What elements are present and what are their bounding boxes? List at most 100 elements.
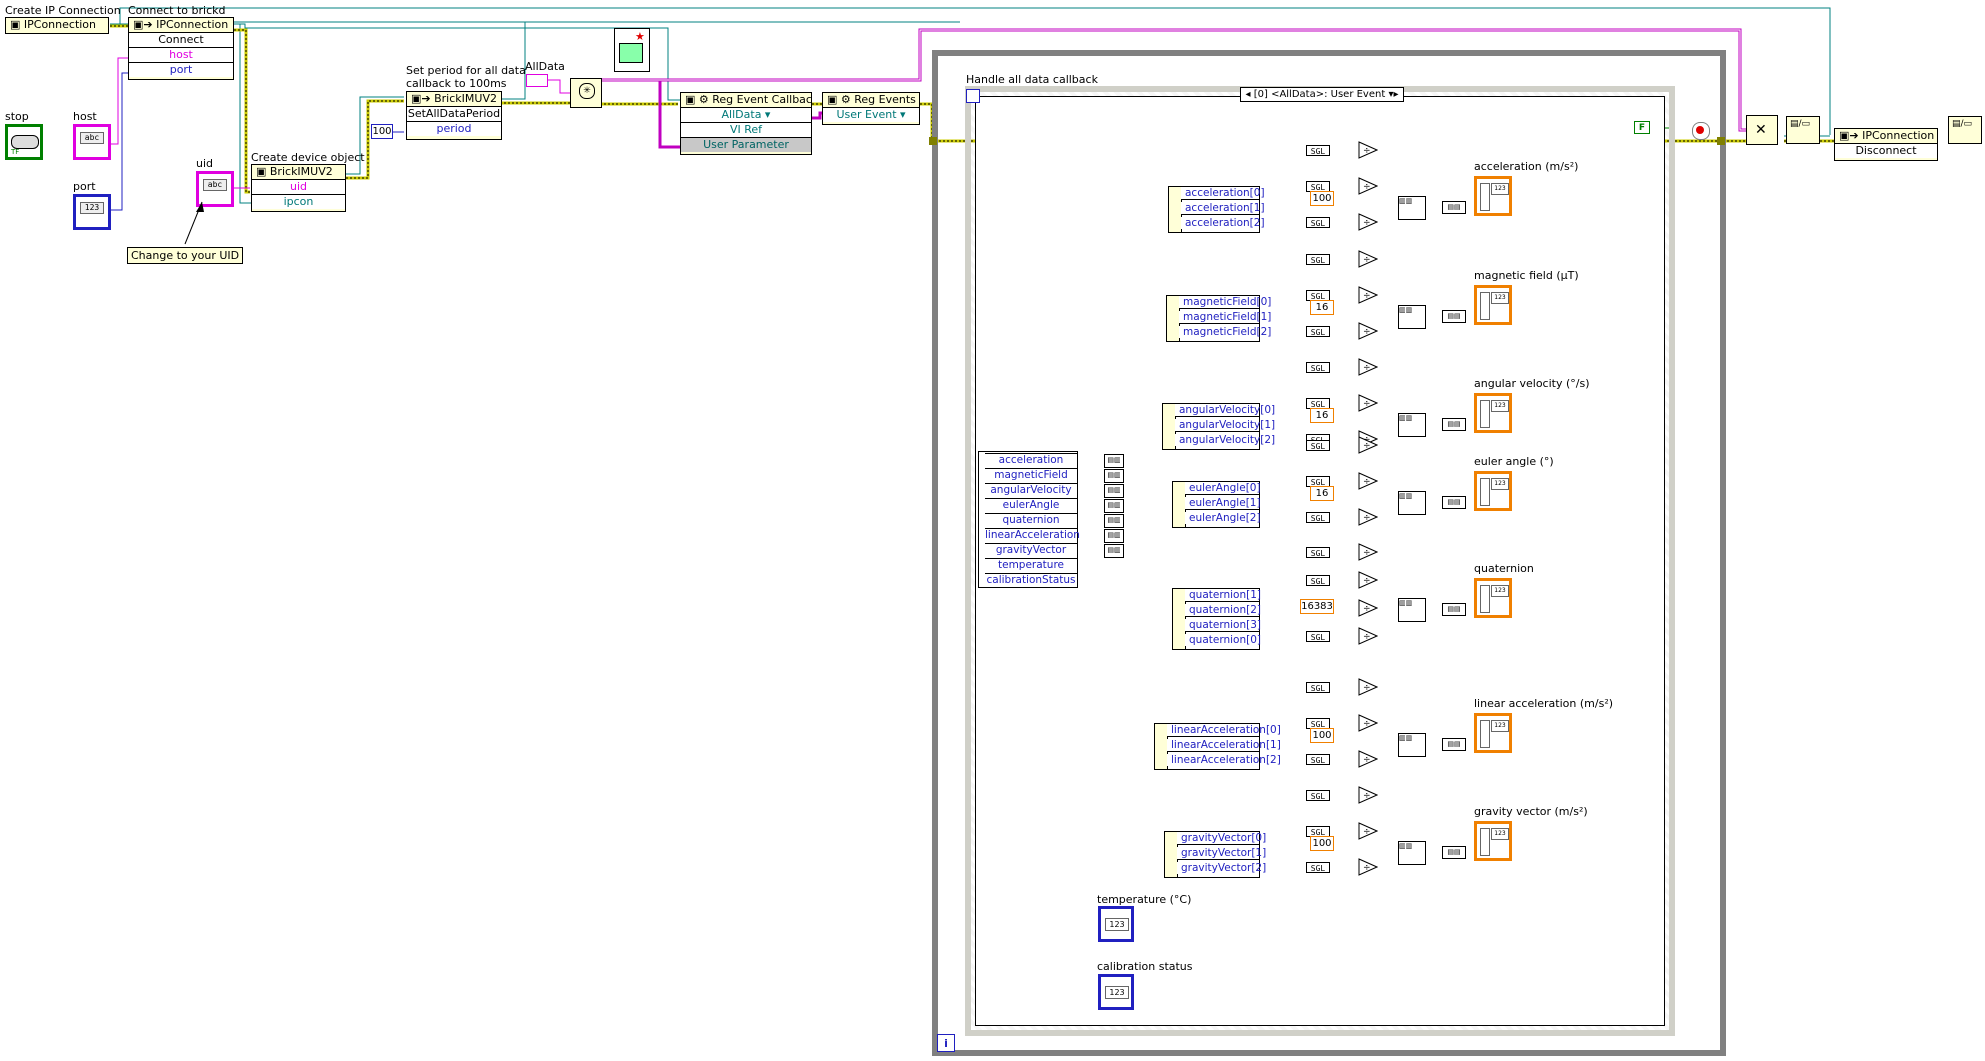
divide-icon: ÷ bbox=[1358, 678, 1379, 696]
scale-constant[interactable]: 100 bbox=[1310, 191, 1334, 206]
scale-constant[interactable]: 16 bbox=[1310, 486, 1334, 501]
unbundle-row-calibrationStatus: calibrationStatus bbox=[985, 573, 1077, 586]
brick-constructor-node[interactable]: ▣ BrickIMUV2 uid ipcon bbox=[251, 164, 346, 212]
array-to-cluster-icon: ▤▥ bbox=[1104, 469, 1124, 483]
period-constant[interactable]: 100 bbox=[371, 124, 393, 139]
event-structure-frame[interactable] bbox=[965, 86, 1675, 1036]
cluster-indicator: 123 bbox=[1474, 713, 1512, 753]
vi-reference-icon[interactable]: ★ bbox=[614, 28, 650, 72]
indicator-label: magnetic field (µT) bbox=[1474, 269, 1579, 282]
array-element-row: linearAcceleration[0] bbox=[1167, 724, 1281, 737]
array-element-row: eulerAngle[2] bbox=[1185, 512, 1261, 524]
cluster-indicator: 123 bbox=[1474, 285, 1512, 325]
build-array-icon: ▥▥ bbox=[1398, 841, 1426, 865]
event-icon: ✳ bbox=[579, 83, 595, 99]
unbundle-array-node[interactable]: linearAcceleration[0]linearAcceleration[… bbox=[1154, 723, 1281, 770]
array-to-cluster-icon: ▤▤ bbox=[1442, 738, 1466, 751]
to-single-convert: SGL bbox=[1306, 631, 1330, 642]
svg-text:÷: ÷ bbox=[1363, 863, 1371, 873]
set-period-node[interactable]: ▣➔ BrickIMUV2 SetAllDataPeriod period bbox=[406, 91, 502, 140]
to-single-convert: SGL bbox=[1306, 790, 1330, 801]
svg-text:÷: ÷ bbox=[1363, 791, 1371, 801]
reg-events-user-event-row[interactable]: User Event ▾ bbox=[823, 108, 919, 122]
event-case-selector[interactable]: ◂ [0] <AllData>: User Event ▾▸ bbox=[1240, 87, 1404, 102]
stop-condition-terminal[interactable] bbox=[1692, 122, 1710, 140]
unbundle-row-gravityVector: gravityVector bbox=[985, 543, 1077, 556]
scale-constant[interactable]: 100 bbox=[1310, 728, 1334, 743]
set-period-row: period bbox=[407, 122, 501, 136]
stop-control[interactable]: TF bbox=[5, 124, 43, 160]
ipcon-constructor-node[interactable]: ▣ IPConnection bbox=[5, 17, 109, 34]
svg-text:÷: ÷ bbox=[1363, 146, 1371, 156]
unbundle-array-node[interactable]: magneticField[0]magneticField[1]magnetic… bbox=[1166, 295, 1271, 342]
divide-icon: ÷ bbox=[1358, 627, 1379, 645]
connect-host-row: host bbox=[129, 48, 233, 63]
uid-label: uid bbox=[196, 157, 214, 170]
array-element-row: eulerAngle[0] bbox=[1185, 482, 1261, 495]
ipcon-connect-node[interactable]: ▣➔ IPConnection Connect host port bbox=[128, 17, 234, 80]
destroy-device-node[interactable]: ▤/▭ bbox=[1786, 116, 1820, 144]
create-device-label: Create device object bbox=[251, 151, 365, 164]
destroy-ipcon-node[interactable]: ▤/▭ bbox=[1948, 116, 1982, 144]
temperature-indicator: 123 bbox=[1098, 906, 1134, 942]
svg-text:÷: ÷ bbox=[1363, 399, 1371, 409]
cluster-indicator: 123 bbox=[1474, 471, 1512, 511]
ipcon-disconnect-node[interactable]: ▣➔ IPConnection Disconnect bbox=[1834, 128, 1938, 161]
svg-text:÷: ÷ bbox=[1363, 255, 1371, 265]
brick-uid-row: uid bbox=[252, 180, 345, 195]
scale-constant[interactable]: 16 bbox=[1310, 408, 1334, 423]
host-string-icon: abc bbox=[80, 132, 104, 144]
reg-cb-user-param-row: User Parameter bbox=[681, 138, 811, 152]
event-node[interactable]: ✳ bbox=[570, 78, 602, 108]
array-to-cluster-icon: ▤▤ bbox=[1442, 846, 1466, 859]
vi-thumbnail-icon bbox=[619, 43, 643, 63]
reg-events-node[interactable]: ▣ ⚙ Reg Events User Event ▾ bbox=[822, 92, 920, 125]
unbundle-array-node[interactable]: gravityVector[0]gravityVector[1]gravityV… bbox=[1164, 831, 1266, 878]
divide-icon: ÷ bbox=[1358, 786, 1379, 804]
to-single-convert: SGL bbox=[1306, 326, 1330, 337]
array-to-cluster-icon: ▤▥ bbox=[1104, 454, 1124, 468]
svg-text:÷: ÷ bbox=[1363, 327, 1371, 337]
array-to-cluster-icon: ▤▤ bbox=[1442, 496, 1466, 509]
port-control[interactable]: 123 bbox=[73, 194, 111, 230]
cluster-indicator: 123 bbox=[1474, 176, 1512, 216]
svg-text:÷: ÷ bbox=[1363, 604, 1371, 614]
svg-text:÷: ÷ bbox=[1363, 683, 1371, 693]
to-single-convert: SGL bbox=[1306, 217, 1330, 228]
build-array-icon: ▥▥ bbox=[1398, 196, 1426, 220]
unbundle-array-node[interactable]: acceleration[0]acceleration[1]accelerati… bbox=[1168, 186, 1265, 233]
svg-text:÷: ÷ bbox=[1363, 719, 1371, 729]
cluster-indicator: 123 bbox=[1474, 393, 1512, 433]
to-single-convert: SGL bbox=[1306, 145, 1330, 156]
divide-icon: ÷ bbox=[1358, 822, 1379, 840]
ipcon-constructor-title: ▣ IPConnection bbox=[6, 18, 108, 33]
scale-constant[interactable]: 100 bbox=[1310, 836, 1334, 851]
alldata-constant[interactable] bbox=[526, 74, 548, 87]
divide-icon: ÷ bbox=[1358, 436, 1379, 454]
unbundle-array-node[interactable]: eulerAngle[0]eulerAngle[1]eulerAngle[2] bbox=[1172, 481, 1261, 528]
set-period-method: SetAllDataPeriod bbox=[407, 107, 501, 122]
reg-cb-alldata-row[interactable]: AllData ▾ bbox=[681, 108, 811, 123]
set-period-title: ▣➔ BrickIMUV2 bbox=[407, 92, 501, 107]
uid-arrow-icon bbox=[184, 201, 204, 245]
false-constant[interactable]: F bbox=[1634, 121, 1650, 134]
unbundle-array-node[interactable]: angularVelocity[0]angularVelocity[1]angu… bbox=[1162, 403, 1275, 450]
to-single-convert: SGL bbox=[1306, 254, 1330, 265]
host-control[interactable]: abc bbox=[73, 124, 111, 160]
connect-port-row: port bbox=[129, 63, 233, 77]
while-loop-frame[interactable] bbox=[932, 50, 1726, 1056]
uid-control[interactable]: abc bbox=[196, 171, 234, 207]
unbundle-row-linearAcceleration: linearAcceleration bbox=[985, 528, 1080, 541]
unbundle-array-node[interactable]: quaternion[1]quaternion[2]quaternion[3]q… bbox=[1172, 588, 1261, 650]
event-data-node[interactable] bbox=[966, 89, 980, 103]
unregister-events-node[interactable]: ✕ bbox=[1746, 115, 1778, 145]
scale-constant[interactable]: 16383 bbox=[1300, 599, 1334, 614]
scale-constant[interactable]: 16 bbox=[1310, 300, 1334, 315]
array-element-row: quaternion[2] bbox=[1185, 604, 1261, 617]
array-element-row: angularVelocity[2] bbox=[1175, 434, 1275, 446]
array-to-cluster-icon: ▤▤ bbox=[1442, 310, 1466, 323]
svg-text:÷: ÷ bbox=[1363, 755, 1371, 765]
array-to-cluster-icon: ▤▥ bbox=[1104, 529, 1124, 543]
reg-event-callback-node[interactable]: ▣ ⚙ Reg Event Callback AllData ▾ VI Ref … bbox=[680, 92, 812, 155]
